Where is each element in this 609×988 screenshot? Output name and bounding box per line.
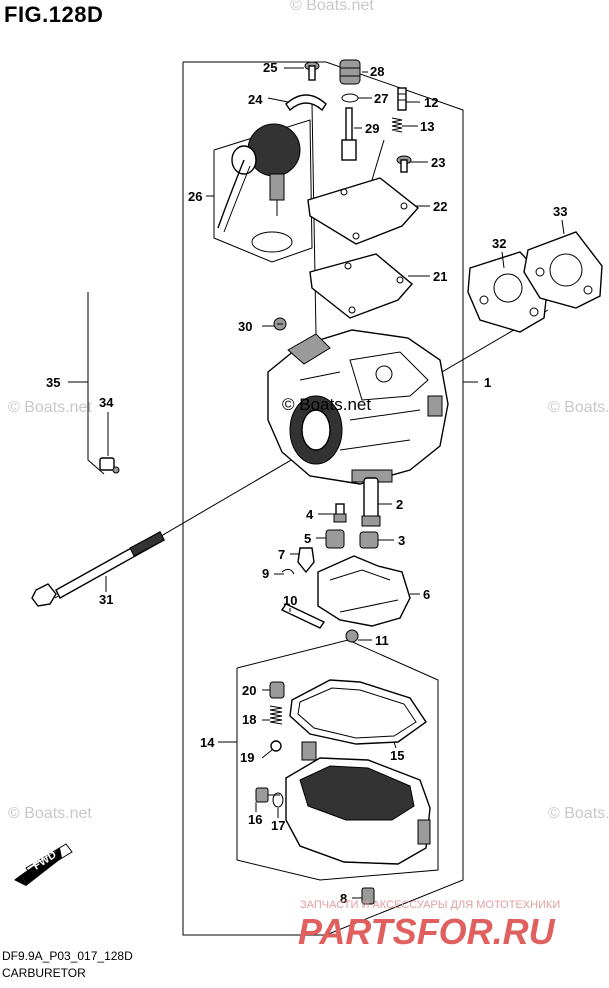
callout-17: 17	[271, 818, 285, 833]
part-34-clip[interactable]	[99, 457, 120, 474]
o-ring-26[interactable]	[251, 231, 293, 253]
part-27-washer[interactable]	[341, 93, 359, 103]
callout-25: 25	[263, 60, 277, 75]
callout-leaders	[68, 67, 565, 899]
part-18-spring[interactable]	[269, 705, 283, 725]
callout-14: 14	[200, 735, 215, 750]
callout-23: 23	[431, 155, 445, 170]
callout-27: 27	[374, 91, 388, 106]
callout-29: 29	[365, 121, 379, 136]
callout-8: 8	[340, 891, 347, 906]
callout-34: 34	[99, 395, 114, 410]
part-25-screw[interactable]	[304, 61, 320, 81]
figure-subtitle: CARBURETOR	[2, 966, 86, 980]
fwd-direction-badge: FWD	[14, 843, 73, 886]
part-10-pin[interactable]	[280, 603, 326, 629]
part-29-needle[interactable]	[341, 107, 357, 161]
callout-1: 1	[484, 375, 491, 390]
part-30-screw[interactable]	[273, 317, 287, 331]
callout-28: 28	[370, 64, 384, 79]
part-2-jet-tube[interactable]	[361, 477, 381, 527]
shop-logo: PARTSFOR.RU	[298, 911, 556, 952]
part-28-cap[interactable]	[339, 59, 361, 85]
callout-5: 5	[304, 531, 311, 546]
callout-30: 30	[238, 319, 252, 334]
part-19-ball[interactable]	[270, 740, 282, 752]
watermark-top: © Boats.net	[290, 0, 374, 14]
callout-9: 9	[262, 566, 269, 581]
part-22-plate[interactable]	[307, 177, 420, 245]
part-23-screw[interactable]	[396, 155, 412, 173]
callout-2: 2	[396, 497, 403, 512]
callout-24: 24	[248, 92, 263, 107]
callout-35: 35	[46, 375, 60, 390]
callout-3: 3	[398, 533, 405, 548]
part-3-plug[interactable]	[359, 531, 379, 549]
part-33-adapter[interactable]	[523, 231, 603, 309]
part-9-clip[interactable]	[281, 568, 295, 575]
part-12-screw[interactable]	[397, 87, 407, 111]
callout-10: 10	[283, 593, 297, 608]
assembly-outline	[182, 61, 464, 936]
part-5-plug[interactable]	[325, 529, 345, 549]
part-31-long-bolt[interactable]	[31, 531, 165, 607]
callout-7: 7	[278, 547, 285, 562]
callout-6: 6	[423, 587, 430, 602]
watermark-left-mid: © Boats.net	[8, 399, 92, 416]
watermark-left-low: © Boats.net	[8, 805, 92, 822]
guide-line-29	[371, 139, 385, 181]
callout-12: 12	[424, 95, 438, 110]
callout-18: 18	[242, 712, 256, 727]
part-16-drain-plug[interactable]	[255, 787, 280, 803]
watermark-right-mid: © Boats.net	[548, 399, 609, 416]
part-20-screw[interactable]	[269, 681, 285, 699]
part-15-bowl-gasket[interactable]	[289, 679, 427, 745]
callout-15: 15	[390, 748, 404, 763]
callout-31: 31	[99, 592, 113, 607]
part-17-o-ring[interactable]	[272, 792, 284, 808]
callout-16: 16	[248, 812, 262, 827]
part-6-float[interactable]	[317, 555, 411, 627]
callout-20: 20	[242, 683, 256, 698]
part-7-needle-valve[interactable]	[297, 547, 315, 574]
sub-outline-top	[213, 119, 313, 263]
part-21-gasket[interactable]	[309, 253, 413, 319]
part-8-screw[interactable]	[361, 887, 375, 905]
part-14-float-bowl[interactable]	[285, 741, 431, 865]
callout-4: 4	[306, 507, 314, 522]
callout-32: 32	[492, 236, 506, 251]
callout-11: 11	[375, 633, 389, 648]
part-13-spring[interactable]	[391, 117, 403, 133]
part-11-screw[interactable]	[345, 629, 359, 643]
part-24-bracket[interactable]	[285, 94, 327, 112]
figure-title: FIG.128D	[4, 2, 104, 27]
callout-22: 22	[433, 199, 447, 214]
callout-33: 33	[553, 204, 567, 219]
watermark-right-low: © Boats.net	[548, 805, 609, 822]
part-35-rod[interactable]	[87, 292, 105, 475]
part-4-jet[interactable]	[333, 503, 347, 523]
callout-21: 21	[433, 269, 447, 284]
watermark-center: © Boats.net	[282, 395, 371, 414]
carburetor-body[interactable]	[267, 329, 449, 485]
guide-line-24	[311, 103, 317, 336]
callout-19: 19	[240, 750, 254, 765]
callout-13: 13	[420, 119, 434, 134]
part-26-choke-assembly[interactable]	[217, 123, 301, 233]
shop-tagline: ЗАПЧАСТИ И АКСЕССУАРЫ ДЛЯ МОТОТЕХНИКИ	[300, 899, 560, 911]
figure-code: DF9.9A_P03_017_128D	[2, 949, 133, 963]
callout-26: 26	[188, 189, 202, 204]
